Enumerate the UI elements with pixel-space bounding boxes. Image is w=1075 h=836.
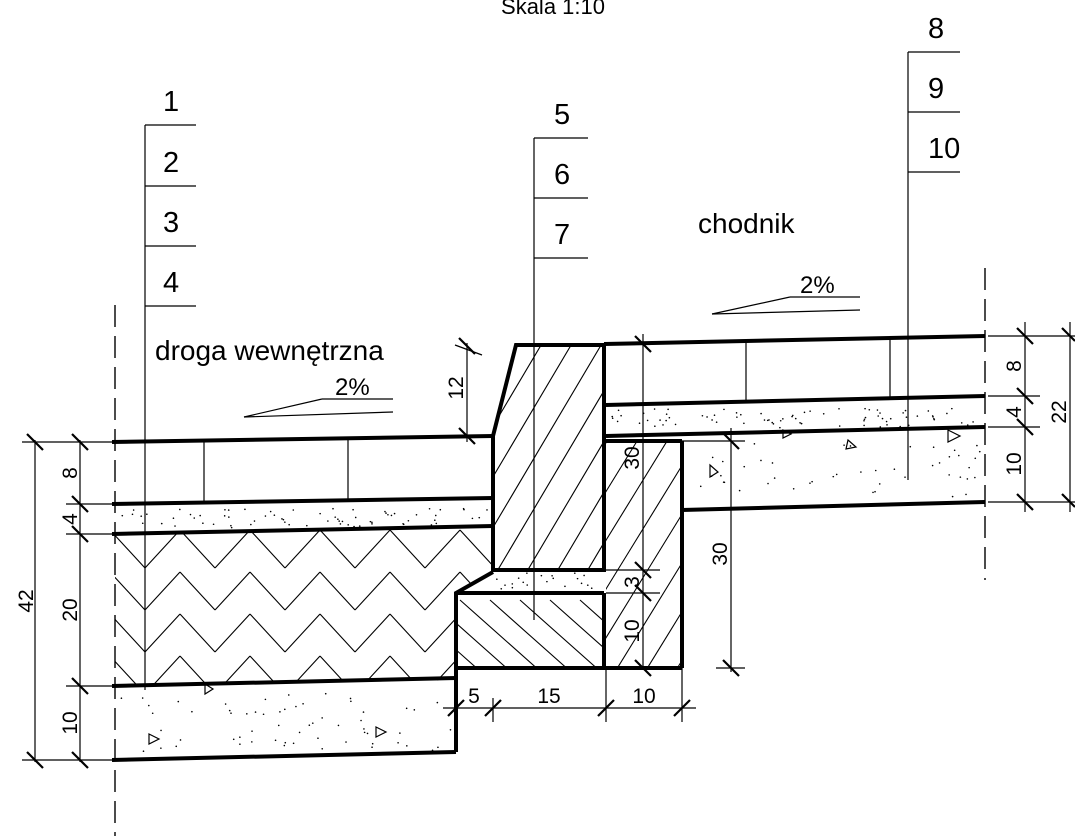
right-dimension-chain <box>988 322 1075 512</box>
dim-left-20: 20 <box>59 598 82 621</box>
dim-bench-30: 30 <box>709 542 732 565</box>
dim-right-total: 22 <box>1048 400 1071 423</box>
sidewalk-slope-symbol <box>711 296 861 315</box>
tag-7: 7 <box>554 219 570 251</box>
dim-left-10: 10 <box>59 711 82 734</box>
dim-curb-10: 10 <box>621 619 644 642</box>
dim-curb-12: 12 <box>445 376 468 399</box>
dim-right-10: 10 <box>1003 452 1026 475</box>
dim-curb-3: 3 <box>621 576 644 588</box>
curb <box>456 343 684 670</box>
base-layer-hatch <box>115 529 493 686</box>
left-dimension-chain <box>22 433 112 769</box>
sidewalk-slope-label: 2% <box>800 272 835 299</box>
aggregate-markers <box>148 429 962 745</box>
dim-curb-30: 30 <box>621 446 644 469</box>
tag-10: 10 <box>928 133 960 165</box>
curb-height-dimension <box>458 337 476 445</box>
tag-3: 3 <box>163 207 179 239</box>
road-structure <box>111 434 494 762</box>
dim-left-total: 42 <box>15 589 38 612</box>
tag-9: 9 <box>928 73 944 105</box>
sidewalk-structure <box>603 334 986 512</box>
road-slope-label: 2% <box>335 374 370 401</box>
tag-5: 5 <box>554 99 570 131</box>
bench-dimension <box>682 428 745 677</box>
dim-bottom-15: 15 <box>537 685 560 708</box>
dim-bottom-5: 5 <box>468 685 480 708</box>
tag-6: 6 <box>554 159 570 191</box>
road-slope-symbol <box>243 398 394 418</box>
tag-1: 1 <box>163 86 179 118</box>
dim-right-8: 8 <box>1003 360 1026 372</box>
dim-bottom-10: 10 <box>632 685 655 708</box>
bottom-dimension-chain <box>443 668 696 722</box>
tag-2: 2 <box>163 147 179 179</box>
bench-hatch <box>606 441 682 668</box>
road-label: droga wewnętrzna <box>155 335 384 366</box>
sidewalk-label: chodnik <box>698 208 796 239</box>
dim-left-4: 4 <box>59 513 82 525</box>
dim-left-8: 8 <box>59 467 82 479</box>
sand-stipple <box>120 407 981 753</box>
dim-right-4: 4 <box>1003 406 1026 418</box>
tag-8: 8 <box>928 13 944 45</box>
leaders <box>144 51 960 690</box>
scale-caption: Skala 1:10 <box>501 0 605 19</box>
curb-inner-dimension <box>606 334 660 677</box>
tag-4: 4 <box>163 267 179 299</box>
